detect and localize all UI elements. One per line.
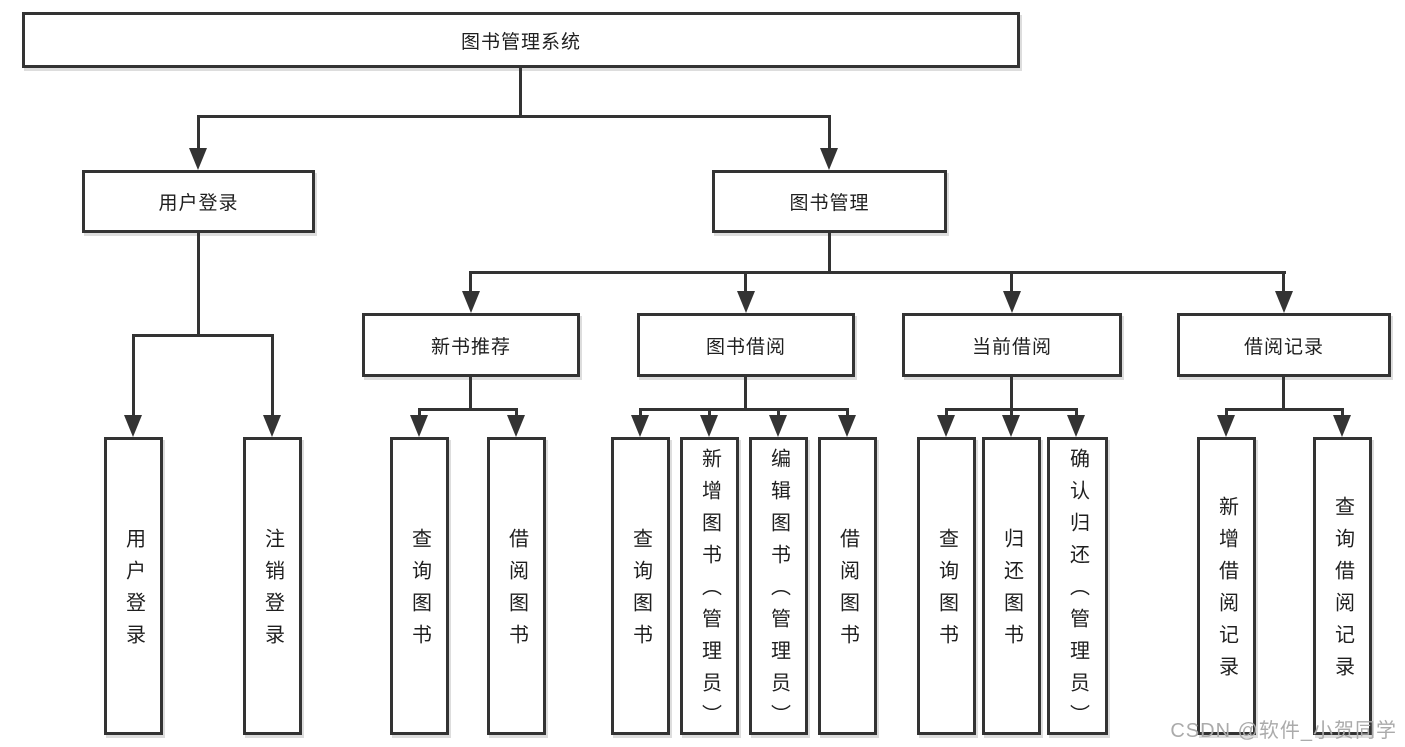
leaf-newbook-borrow-label: 借阅图书 [505,528,528,656]
node-book-management-label: 图书管理 [789,193,870,214]
connector-line [418,408,518,411]
connector-line [708,408,711,418]
arrow-down-icon [1275,291,1293,313]
connector-line [469,271,1286,274]
leaf-record-add-label: 新增借阅记录 [1215,496,1238,688]
leaf-borrow-add-admin-label: 新增图书（管理员） [698,448,721,736]
leaf-user-login-label: 用户登录 [122,528,145,656]
connector-line [197,233,200,337]
node-new-book-recommend: 新书推荐 [362,313,580,377]
arrow-down-icon [1003,291,1021,313]
connector-line [1282,271,1285,295]
leaf-logout: 注销登录 [243,437,302,735]
node-new-book-recommend-label: 新书推荐 [430,336,511,358]
leaf-record-query-label: 查询借阅记录 [1331,496,1354,688]
leaf-newbook-query: 查询图书 [390,437,449,735]
connector-line [271,334,274,417]
connector-line [132,334,274,337]
leaf-newbook-borrow: 借阅图书 [487,437,546,735]
node-book-borrow: 图书借阅 [637,313,855,377]
leaf-return-book: 归还图书 [982,437,1041,735]
connector-line [519,68,522,118]
connector-line [639,408,642,418]
leaf-record-add: 新增借阅记录 [1197,437,1256,735]
connector-line [197,115,831,118]
connector-line [1282,377,1285,411]
connector-line [828,115,831,151]
connector-line [132,334,135,417]
connector-line [1225,408,1228,418]
arrow-down-icon [937,415,955,437]
leaf-user-login: 用户登录 [104,437,163,735]
node-root: 图书管理系统 [22,12,1020,68]
node-root-label: 图书管理系统 [460,31,581,53]
leaf-confirm-return-admin-label: 确认归还（管理员） [1066,448,1089,736]
connector-line [945,408,948,418]
connector-line [418,408,421,418]
node-borrow-records-label: 借阅记录 [1243,336,1324,358]
arrow-down-icon [462,291,480,313]
connector-line [1075,408,1078,418]
connector-line [777,408,780,418]
leaf-current-query: 查询图书 [917,437,976,735]
leaf-borrow-book: 借阅图书 [818,437,877,735]
leaf-borrow-query-label: 查询图书 [629,528,652,656]
leaf-borrow-edit-admin-label: 编辑图书（管理员） [767,448,790,736]
arrow-down-icon [700,415,718,437]
arrow-down-icon [1333,415,1351,437]
node-user-login-label: 用户登录 [158,193,239,214]
leaf-borrow-add-admin: 新增图书（管理员） [680,437,739,736]
connector-line [469,377,472,411]
arrow-down-icon [1067,415,1085,437]
connector-line [469,271,472,295]
node-borrow-records: 借阅记录 [1177,313,1391,377]
connector-line [639,408,849,411]
leaf-record-query: 查询借阅记录 [1313,437,1372,735]
arrow-down-icon [189,148,207,170]
arrow-down-icon [124,415,142,437]
arrow-down-icon [769,415,787,437]
connector-line [1341,408,1344,418]
leaf-logout-label: 注销登录 [261,528,284,656]
connector-line [744,377,747,411]
csdn-watermark: CSDN @软件_小贺同学 [1170,720,1397,742]
leaf-borrow-query: 查询图书 [611,437,670,735]
leaf-borrow-book-label: 借阅图书 [836,528,859,656]
connector-line [1010,377,1013,411]
arrow-down-icon [820,148,838,170]
node-current-borrow: 当前借阅 [902,313,1122,377]
node-user-login: 用户登录 [82,170,315,233]
connector-line [744,271,747,295]
node-book-borrow-label: 图书借阅 [705,336,786,358]
leaf-current-query-label: 查询图书 [935,528,958,656]
leaf-newbook-query-label: 查询图书 [408,528,431,656]
arrow-down-icon [263,415,281,437]
arrow-down-icon [1002,415,1020,437]
connector-line [1225,408,1344,411]
connector-line [515,408,518,418]
arrow-down-icon [838,415,856,437]
arrow-down-icon [631,415,649,437]
leaf-confirm-return-admin: 确认归还（管理员） [1047,437,1108,736]
arrow-down-icon [737,291,755,313]
leaf-return-book-label: 归还图书 [1000,528,1023,656]
node-book-management: 图书管理 [712,170,947,233]
arrow-down-icon [410,415,428,437]
arrow-down-icon [1217,415,1235,437]
connector-line [828,233,831,274]
leaf-borrow-edit-admin: 编辑图书（管理员） [749,437,808,736]
connector-line [846,408,849,418]
node-current-borrow-label: 当前借阅 [971,336,1052,358]
connector-line [1010,408,1013,418]
connector-line [1010,271,1013,295]
arrow-down-icon [507,415,525,437]
connector-line [197,115,200,151]
